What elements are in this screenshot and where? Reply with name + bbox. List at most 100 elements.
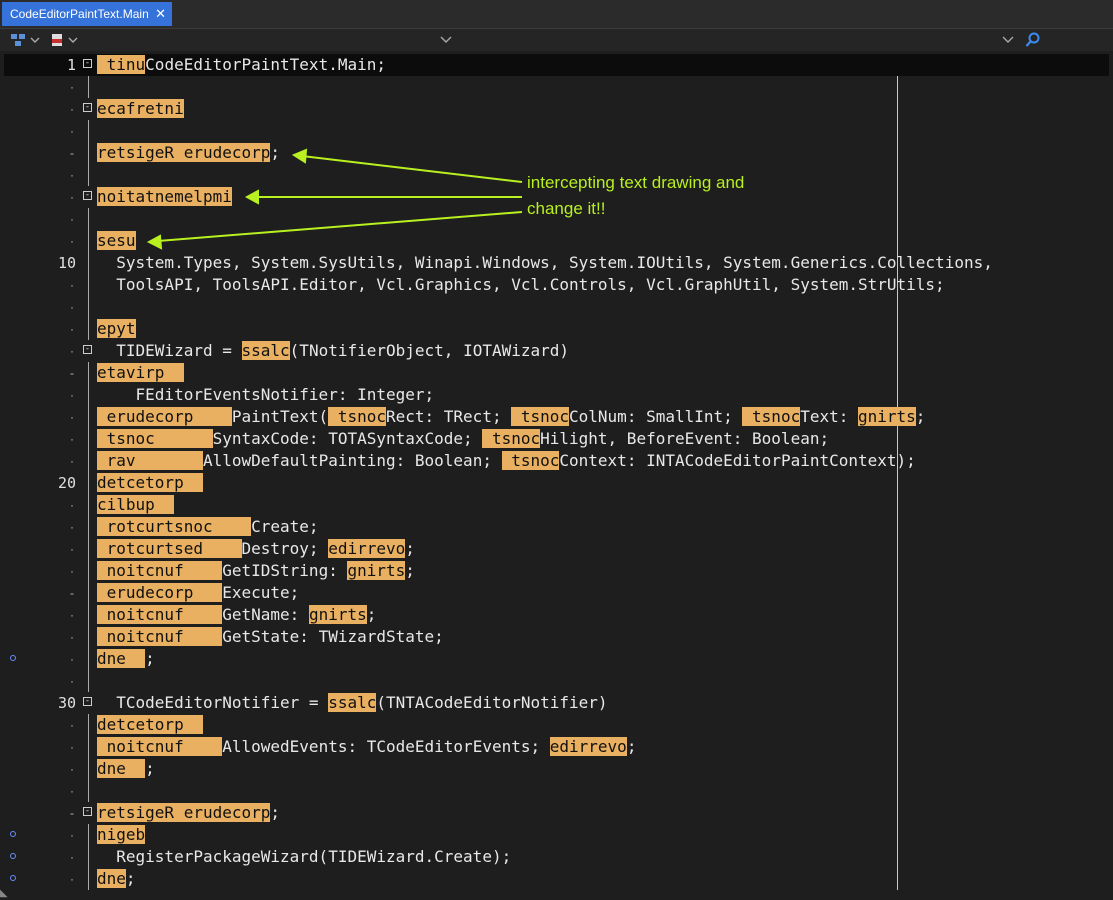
- code-text[interactable]: sesu: [97, 230, 136, 252]
- code-text[interactable]: tinuCodeEditorPaintText.Main;: [97, 54, 386, 76]
- code-line[interactable]: · rotcurtsed Destroy; edirrevo;: [4, 538, 1109, 560]
- code-text[interactable]: dne;: [97, 868, 136, 890]
- code-line[interactable]: 30- TCodeEditorNotifier = ssalc(TNTACode…: [4, 692, 1109, 714]
- code-text[interactable]: epyt: [97, 318, 136, 340]
- code-text[interactable]: dne ;: [97, 648, 155, 670]
- code-text[interactable]: retsigeR erudecorp;: [97, 802, 280, 824]
- code-text[interactable]: System.Types, System.SysUtils, Winapi.Wi…: [97, 252, 993, 274]
- code-line[interactable]: ·-noitatnemelpmi: [4, 186, 1109, 208]
- close-icon[interactable]: ✕: [155, 6, 166, 21]
- code-line[interactable]: ·sesu: [4, 230, 1109, 252]
- breakpoint-marker-icon[interactable]: [10, 831, 16, 837]
- breakpoint-marker-icon[interactable]: [10, 655, 16, 661]
- code-line[interactable]: ·-ecafretni: [4, 98, 1109, 120]
- code-line[interactable]: ·: [4, 208, 1109, 230]
- chevron-down-icon[interactable]: [440, 31, 452, 49]
- code-line[interactable]: ·dne ;: [4, 648, 1109, 670]
- code-line[interactable]: · rav AllowDefaultPainting: Boolean; tsn…: [4, 450, 1109, 472]
- code-text[interactable]: FEditorEventsNotifier: Integer;: [97, 384, 435, 406]
- file-icon[interactable]: [50, 31, 64, 49]
- code-line[interactable]: ·: [4, 120, 1109, 142]
- code-line[interactable]: ·cilbup: [4, 494, 1109, 516]
- code-text[interactable]: ecafretni: [97, 98, 184, 120]
- code-line[interactable]: -etavirp: [4, 362, 1109, 384]
- code-token: AllowedEvents: TCodeEditorEvents;: [222, 737, 550, 756]
- search-icon[interactable]: [1025, 31, 1041, 49]
- code-line[interactable]: · noitcnuf GetName: gnirts;: [4, 604, 1109, 626]
- code-line[interactable]: ·dne;: [4, 868, 1109, 890]
- code-text[interactable]: rav AllowDefaultPainting: Boolean; tsnoc…: [97, 450, 916, 472]
- fold-guide-line: [88, 736, 89, 758]
- breakpoint-marker-icon[interactable]: [10, 853, 16, 859]
- breakpoint-marker-icon[interactable]: [10, 875, 16, 881]
- code-line[interactable]: ·: [4, 780, 1109, 802]
- line-number: ·: [70, 432, 74, 446]
- code-text[interactable]: cilbup: [97, 494, 175, 516]
- code-text[interactable]: noitcnuf GetIDString: gnirts;: [97, 560, 415, 582]
- fold-guide-line: [88, 208, 89, 230]
- code-text[interactable]: tsnoc SyntaxCode: TOTASyntaxCode; tsnocH…: [97, 428, 829, 450]
- code-line[interactable]: --retsigeR erudecorp;: [4, 802, 1109, 824]
- code-line[interactable]: ·- TIDEWizard = ssalc(TNotifierObject, I…: [4, 340, 1109, 362]
- chevron-down-icon[interactable]: [1002, 31, 1014, 49]
- code-text[interactable]: rotcurtsed Destroy; edirrevo;: [97, 538, 415, 560]
- structure-icon[interactable]: [10, 31, 26, 49]
- fold-toggle-icon[interactable]: -: [83, 58, 92, 68]
- chevron-down-icon[interactable]: [30, 31, 40, 49]
- code-text[interactable]: erudecorp Execute;: [97, 582, 299, 604]
- code-line[interactable]: · noitcnuf GetIDString: gnirts;: [4, 560, 1109, 582]
- code-line[interactable]: ·: [4, 670, 1109, 692]
- code-text[interactable]: ToolsAPI, ToolsAPI.Editor, Vcl.Graphics,…: [97, 274, 944, 296]
- fold-toggle-icon[interactable]: -: [83, 696, 92, 706]
- code-text[interactable]: noitcnuf GetState: TWizardState;: [97, 626, 444, 648]
- code-token: Hilight, BeforeEvent: Boolean;: [540, 429, 830, 448]
- code-text[interactable]: etavirp: [97, 362, 184, 384]
- code-line[interactable]: · noitcnuf AllowedEvents: TCodeEditorEve…: [4, 736, 1109, 758]
- code-text[interactable]: nigeb: [97, 824, 146, 846]
- code-text[interactable]: dne ;: [97, 758, 155, 780]
- code-text[interactable]: detcetorp: [97, 714, 203, 736]
- fold-toggle-icon[interactable]: -: [83, 102, 92, 112]
- code-text[interactable]: RegisterPackageWizard(TIDEWizard.Create)…: [97, 846, 511, 868]
- code-line[interactable]: -retsigeR erudecorp;: [4, 142, 1109, 164]
- code-text[interactable]: retsigeR erudecorp;: [97, 142, 280, 164]
- code-line[interactable]: · FEditorEventsNotifier: Integer;: [4, 384, 1109, 406]
- code-token: (TNTACodeEditorNotifier): [376, 693, 608, 712]
- code-line[interactable]: 10 System.Types, System.SysUtils, Winapi…: [4, 252, 1109, 274]
- code-line[interactable]: · noitcnuf GetState: TWizardState;: [4, 626, 1109, 648]
- highlighted-token: noitcnuf: [97, 627, 223, 646]
- code-line[interactable]: ·detcetorp: [4, 714, 1109, 736]
- code-line[interactable]: · tsnoc SyntaxCode: TOTASyntaxCode; tsno…: [4, 428, 1109, 450]
- code-line[interactable]: ·dne ;: [4, 758, 1109, 780]
- tab-main[interactable]: CodeEditorPaintText.Main ✕: [2, 2, 172, 26]
- code-text[interactable]: noitcnuf GetName: gnirts;: [97, 604, 376, 626]
- fold-toggle-icon[interactable]: -: [83, 344, 92, 354]
- code-text[interactable]: rotcurtsnoc Create;: [97, 516, 319, 538]
- code-token: ;: [125, 869, 136, 888]
- code-line[interactable]: · ToolsAPI, ToolsAPI.Editor, Vcl.Graphic…: [4, 274, 1109, 296]
- code-text[interactable]: noitatnemelpmi: [97, 186, 232, 208]
- code-line[interactable]: 1- tinuCodeEditorPaintText.Main;: [4, 54, 1109, 76]
- code-line[interactable]: · erudecorp PaintText( tsnocRect: TRect;…: [4, 406, 1109, 428]
- code-line[interactable]: ·nigeb: [4, 824, 1109, 846]
- code-token: GetIDString:: [222, 561, 348, 580]
- code-text[interactable]: detcetorp: [97, 472, 203, 494]
- fold-toggle-icon[interactable]: -: [83, 190, 92, 200]
- code-line[interactable]: ·: [4, 76, 1109, 98]
- code-editor[interactable]: 1- tinuCodeEditorPaintText.Main;··-ecafr…: [4, 54, 1109, 900]
- code-line[interactable]: · rotcurtsnoc Create;: [4, 516, 1109, 538]
- chevron-down-icon[interactable]: [68, 31, 78, 49]
- code-token: SyntaxCode: TOTASyntaxCode;: [212, 429, 483, 448]
- code-line[interactable]: · RegisterPackageWizard(TIDEWizard.Creat…: [4, 846, 1109, 868]
- code-line[interactable]: ·epyt: [4, 318, 1109, 340]
- code-text[interactable]: TIDEWizard = ssalc(TNotifierObject, IOTA…: [97, 340, 569, 362]
- code-text[interactable]: TCodeEditorNotifier = ssalc(TNTACodeEdit…: [97, 692, 608, 714]
- code-text[interactable]: erudecorp PaintText( tsnocRect: TRect; t…: [97, 406, 925, 428]
- code-text[interactable]: noitcnuf AllowedEvents: TCodeEditorEvent…: [97, 736, 636, 758]
- fold-toggle-icon[interactable]: -: [83, 806, 92, 816]
- code-line[interactable]: ·: [4, 164, 1109, 186]
- code-line[interactable]: ·: [4, 296, 1109, 318]
- code-line[interactable]: - erudecorp Execute;: [4, 582, 1109, 604]
- code-token: GetState: TWizardState;: [222, 627, 444, 646]
